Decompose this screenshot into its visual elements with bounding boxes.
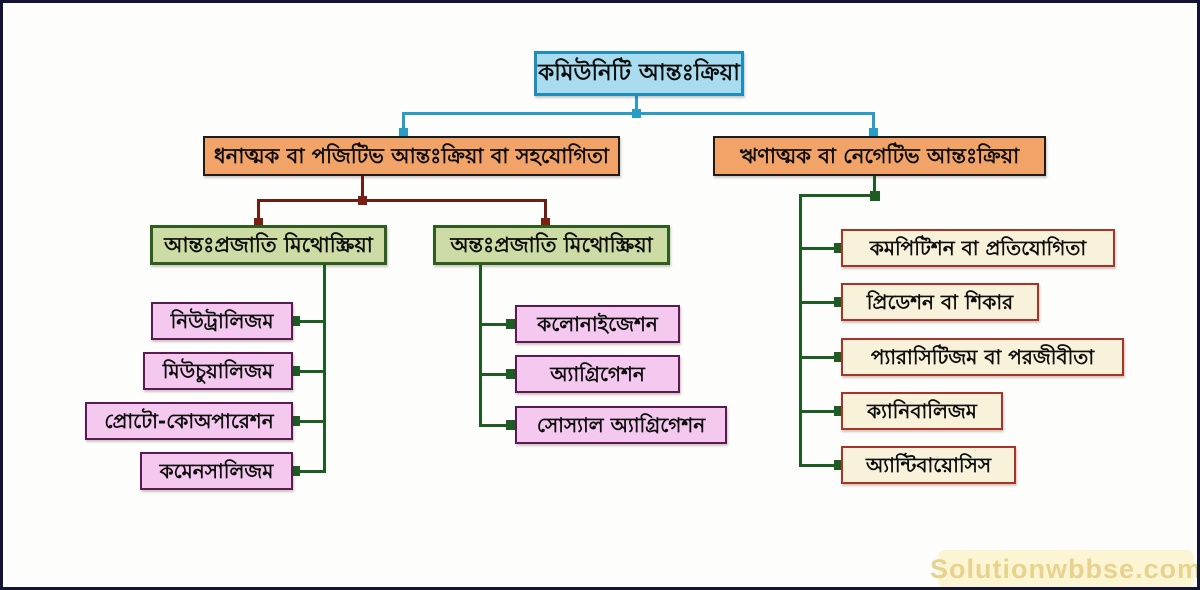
junction-square — [290, 416, 300, 426]
junction-square — [869, 128, 878, 137]
node-aggregation: অ্যাগ্রিগেশন — [515, 355, 680, 393]
junction-square — [541, 218, 550, 227]
junction-square — [290, 466, 300, 476]
connector-intraspecific-trunk — [479, 263, 482, 427]
connector-branch — [292, 470, 325, 473]
node-parasitism: প্যারাসিটিজম বা পরজীবীতা — [841, 338, 1124, 376]
node-predation: প্রিডেশন বা শিকার — [841, 283, 1039, 321]
junction-square — [834, 406, 844, 416]
connector-branch — [479, 373, 515, 376]
junction-square — [399, 128, 408, 137]
node-intraspecific: অন্তঃপ্রজাতি মিথোস্ক্রিয়া — [433, 225, 670, 265]
junction-square — [834, 460, 844, 470]
connector-branch — [799, 410, 843, 413]
junction-square — [632, 109, 641, 118]
connector-branch — [292, 420, 325, 423]
connector-to-intraspecific — [544, 199, 547, 227]
junction-square — [290, 366, 300, 376]
node-cannibalism: ক্যানিবালিজম — [841, 392, 1003, 430]
node-negative-interaction: ঋণাত্মক বা নেগেটিভ আন্তঃক্রিয়া — [713, 136, 1046, 176]
junction-square — [834, 243, 844, 253]
node-proto-cooperation: প্রোটো-কোঅপারেশন — [85, 402, 293, 440]
node-positive-interaction: ধনাত্মক বা পজিটিভ আন্তঃক্রিয়া বা সহযোগি… — [203, 136, 620, 176]
connector-negative-trunk — [799, 194, 802, 467]
connector-branch — [799, 464, 843, 467]
node-commensalism: কমেনসালিজম — [140, 452, 293, 490]
connector-branch — [799, 247, 843, 250]
connector-positive-stem — [361, 175, 364, 201]
connector-branch — [479, 424, 515, 427]
node-interspecific: আন্তঃপ্রজাতি মিথোস্ক্রিয়া — [150, 225, 387, 265]
node-neutralism: নিউট্রালিজম — [151, 302, 293, 340]
connector-branch — [292, 370, 325, 373]
connector-negative-elbow — [799, 194, 876, 197]
node-community-interaction: কমিউনিটি আন্তঃক্রিয়া — [534, 51, 744, 96]
node-mutualism: মিউচুয়ালিজম — [143, 352, 293, 390]
connector-branch — [799, 301, 843, 304]
connector-to-interspecific — [257, 199, 260, 227]
junction-square — [834, 352, 844, 362]
junction-square — [254, 218, 263, 227]
junction-square — [290, 316, 300, 326]
junction-square — [870, 191, 880, 201]
connector-interspecific-trunk — [323, 263, 326, 473]
junction-square — [834, 297, 844, 307]
junction-square — [358, 196, 367, 205]
node-colonization: কলোনাইজেশন — [515, 305, 680, 343]
watermark: Solutionwbbse.com — [930, 550, 1197, 587]
connector-branch — [479, 323, 515, 326]
node-social-aggregation: সোস্যাল অ্যাগ্রিগেশন — [515, 406, 727, 444]
connector-branch — [799, 356, 843, 359]
junction-square — [506, 369, 516, 379]
node-antibiosis: অ্যান্টিবায়োসিস — [841, 446, 1016, 484]
node-competition: কমপিটিশন বা প্রতিযোগিতা — [841, 229, 1115, 267]
connector-negative-stem — [873, 175, 876, 197]
connector-branch — [292, 320, 325, 323]
connector-to-negative — [872, 112, 875, 138]
connector-to-positive — [402, 112, 405, 138]
junction-square — [506, 420, 516, 430]
connector-positive-horizontal — [257, 199, 547, 202]
junction-square — [506, 319, 516, 329]
connector-root-stem — [635, 95, 638, 114]
